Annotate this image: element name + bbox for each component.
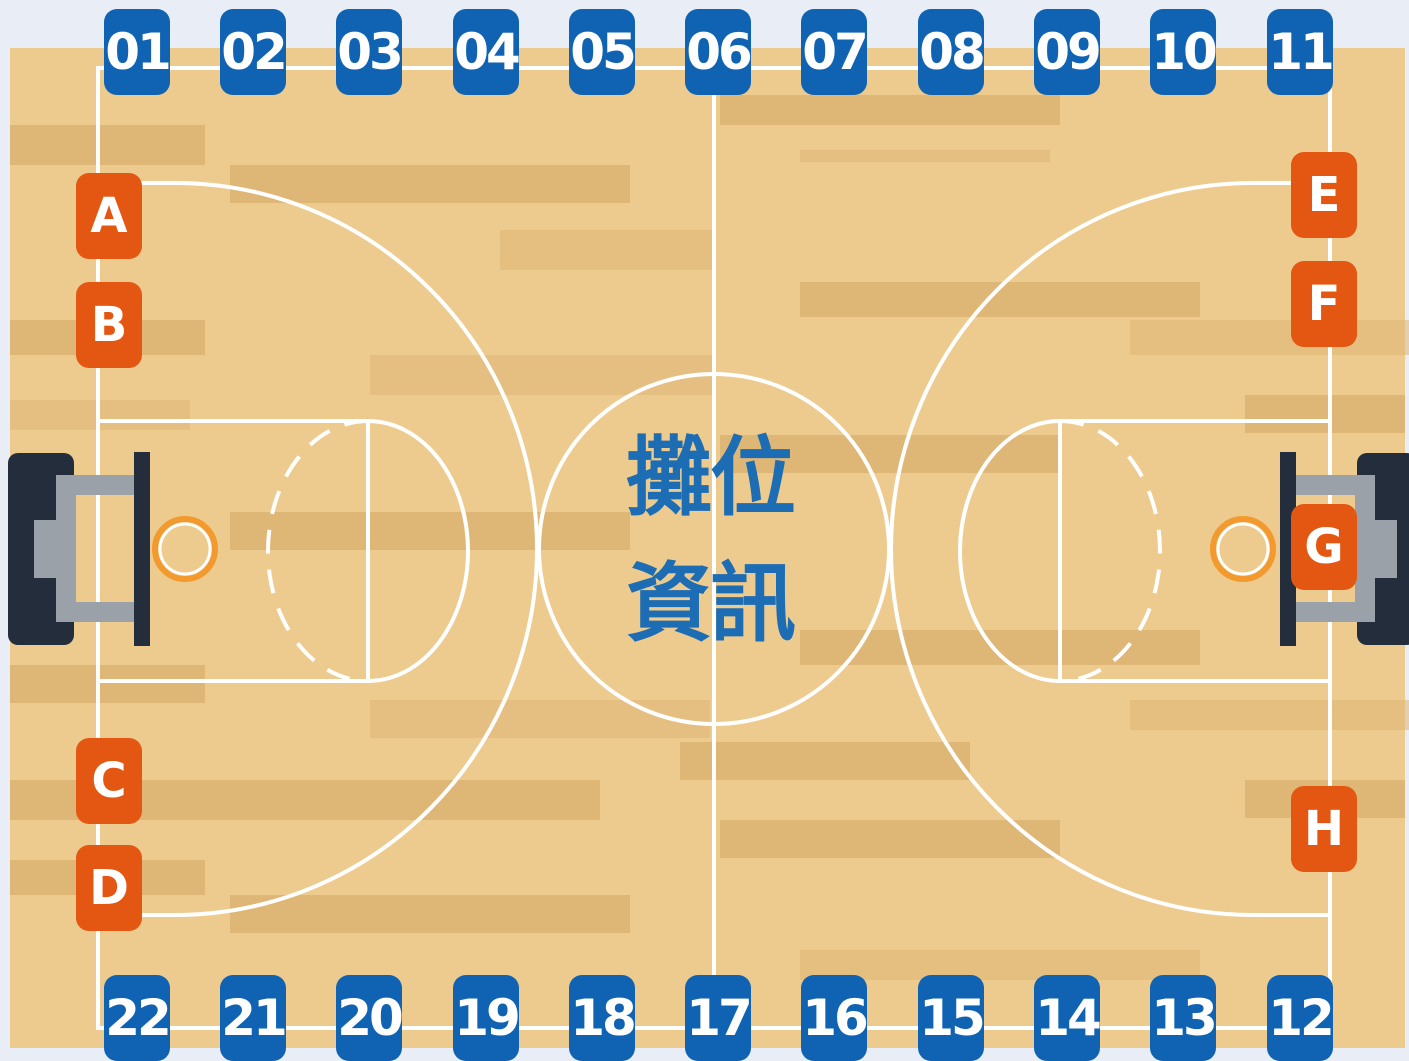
booth-11[interactable]: 11	[1267, 9, 1335, 95]
booth-d[interactable]: D	[76, 845, 142, 931]
booth-18[interactable]: 18	[569, 975, 637, 1061]
booth-e[interactable]: E	[1291, 152, 1357, 238]
right-free-throw-arc-dashed	[1059, 419, 1162, 683]
booth-19[interactable]: 19	[453, 975, 521, 1061]
booth-h[interactable]: H	[1291, 786, 1357, 872]
left-hoop	[8, 452, 218, 646]
right-key	[1058, 419, 1330, 683]
center-title-line-1: 攤位	[626, 428, 796, 528]
left-three-point-line	[98, 181, 539, 917]
booth-16[interactable]: 16	[801, 975, 869, 1061]
booth-f[interactable]: F	[1291, 261, 1357, 347]
booth-10[interactable]: 10	[1150, 9, 1218, 95]
left-free-throw-arc-dashed	[266, 419, 369, 683]
booth-20[interactable]: 20	[336, 975, 404, 1061]
booth-15[interactable]: 15	[918, 975, 986, 1061]
booth-a[interactable]: A	[76, 173, 142, 259]
booth-g[interactable]: G	[1291, 504, 1357, 590]
left-key	[98, 419, 370, 683]
booth-09[interactable]: 09	[1034, 9, 1102, 95]
booth-04[interactable]: 04	[453, 9, 521, 95]
booth-b[interactable]: B	[76, 282, 142, 368]
booth-01[interactable]: 01	[104, 9, 172, 95]
booth-c[interactable]: C	[76, 738, 142, 824]
right-hoop	[1210, 452, 1409, 646]
booth-03[interactable]: 03	[336, 9, 404, 95]
court-floor	[10, 48, 1405, 1048]
booth-12[interactable]: 12	[1267, 975, 1335, 1061]
center-title-line-2: 資訊	[626, 554, 796, 654]
booth-08[interactable]: 08	[918, 9, 986, 95]
booth-06[interactable]: 06	[685, 9, 753, 95]
booth-21[interactable]: 21	[220, 975, 288, 1061]
booth-14[interactable]: 14	[1034, 975, 1102, 1061]
left-free-throw-arc	[367, 419, 470, 683]
right-three-point-line	[889, 181, 1330, 917]
booth-17[interactable]: 17	[685, 975, 753, 1061]
booth-13[interactable]: 13	[1150, 975, 1218, 1061]
booth-07[interactable]: 07	[801, 9, 869, 95]
booth-05[interactable]: 05	[569, 9, 637, 95]
booth-02[interactable]: 02	[220, 9, 288, 95]
booth-22[interactable]: 22	[104, 975, 172, 1061]
right-free-throw-arc	[958, 419, 1061, 683]
